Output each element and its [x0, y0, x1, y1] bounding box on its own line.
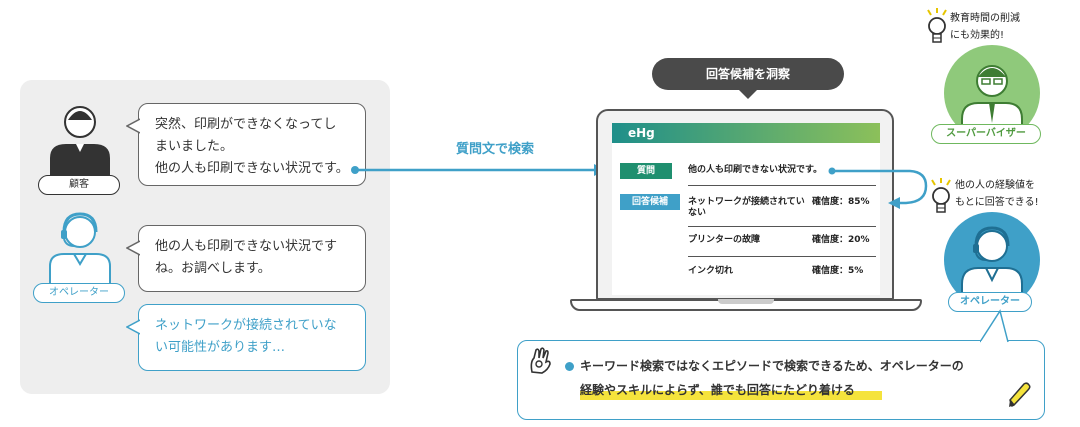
summary-line: キーワード検索ではなくエピソードで検索できるため、オペレーターの	[580, 359, 964, 373]
operator-answer-line: い可能性があります…	[155, 340, 286, 355]
operator-message-bubble: 他の人も印刷できない状況です ね。お調べします。	[126, 225, 366, 292]
operator-note-line: 他の人の経験値を	[955, 180, 1035, 191]
callout-pointer-icon	[738, 89, 758, 99]
candidates-tag: 回答候補	[620, 194, 680, 210]
note-pointer-icon	[980, 309, 1009, 343]
app-header	[612, 123, 880, 143]
operator-avatar-icon	[49, 212, 111, 285]
lightbulb-icon	[931, 178, 951, 213]
divider	[688, 226, 876, 227]
highlight-bar	[580, 391, 882, 400]
operator-answer-line: ネットワークが接続されていな	[155, 318, 337, 333]
customer-message-line: 他の人も印刷できない状況です。	[155, 161, 349, 176]
candidate-text: ネットワークが接続されていない	[688, 197, 805, 218]
candidate-confidence: 確信度：85%	[812, 197, 870, 207]
question-text: 他の人も印刷できない状況です。	[688, 165, 823, 175]
candidate-text: プリンターの故障	[688, 235, 761, 245]
operator-message-line: 他の人も印刷できない状況です	[155, 239, 338, 254]
customer-message-bubble: 突然、印刷ができなくなってし まいました。 他の人も印刷できない状況です。	[126, 103, 366, 186]
summary-note	[517, 340, 1045, 420]
supervisor-note-line: 教育時間の削減	[950, 13, 1020, 24]
divider	[688, 185, 876, 186]
pencil-icon	[1009, 382, 1031, 408]
divider	[688, 256, 876, 257]
operator-label: オペレーター	[33, 283, 125, 303]
curved-arrow-icon	[828, 167, 928, 209]
supervisor-label: スーパーバイザー	[931, 124, 1041, 144]
supervisor-note: 教育時間の削減 にも効果的!	[950, 10, 1060, 44]
customer-avatar-icon	[50, 106, 110, 178]
app-logo: eHg	[628, 126, 655, 140]
question-tag: 質問	[620, 163, 672, 179]
operator-note: 他の人の経験値を もとに回答できる!	[955, 177, 1065, 211]
candidate-text: インク切れ	[688, 266, 734, 276]
supervisor-note-line: にも効果的!	[950, 30, 1005, 41]
customer-label: 顧客	[38, 175, 120, 195]
operator-message-line: ね。お調べします。	[155, 261, 271, 276]
operator-note-line: もとに回答できる!	[955, 197, 1039, 208]
search-label: 質問文で検索	[455, 142, 534, 157]
operator-label: オペレーター	[948, 292, 1032, 312]
search-arrow-icon	[351, 164, 606, 176]
customer-message-line: 突然、印刷ができなくなってし	[155, 117, 337, 132]
laptop-notch	[718, 299, 774, 304]
candidate-confidence: 確信度：5%	[812, 266, 864, 276]
summary-line-highlighted: 経験やスキルによらず、誰でも回答にたどり着ける	[580, 383, 855, 397]
operator-answer-bubble: ネットワークが接続されていな い可能性があります…	[126, 304, 366, 371]
insight-callout: 回答候補を洞察	[652, 58, 844, 90]
lightbulb-icon	[927, 8, 947, 43]
candidate-confidence: 確信度：20%	[812, 235, 870, 245]
ok-hand-icon	[530, 347, 551, 374]
customer-message-line: まいました。	[155, 139, 234, 154]
bullet-icon	[565, 362, 574, 371]
